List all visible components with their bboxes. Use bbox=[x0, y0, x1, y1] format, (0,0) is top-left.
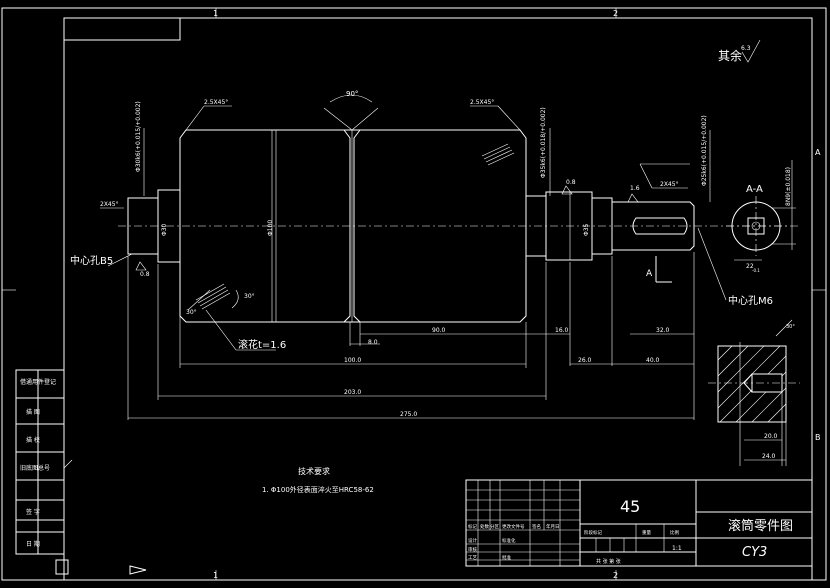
roughness-note-label: 其余 bbox=[718, 48, 742, 63]
center-hole-right: 中心孔M6 bbox=[728, 294, 773, 307]
knurl-hatch-bottom bbox=[195, 283, 231, 310]
dim-90: 90.0 bbox=[432, 327, 446, 334]
row2-label-3: 审核 bbox=[468, 546, 477, 553]
orientation-arrow bbox=[129, 565, 147, 575]
right-tol2: Φ25k6(+0.015/+0.002) bbox=[701, 115, 708, 186]
section-tol-small: -0.1 bbox=[752, 268, 760, 273]
sheet-border bbox=[1, 7, 827, 581]
dim-40: 40.0 bbox=[646, 357, 660, 364]
title-material: 45 bbox=[620, 497, 640, 516]
groove-right bbox=[353, 129, 361, 323]
chamfer-right-top: 2.5X45° bbox=[470, 99, 494, 106]
corner-mark bbox=[55, 559, 69, 575]
zone-1-bottom: 1 bbox=[213, 571, 218, 580]
detail-angle: 30° bbox=[786, 324, 795, 330]
side-label-4: 旧底图总号 bbox=[20, 464, 50, 472]
stage-label-1: 阶段标记 bbox=[584, 529, 602, 536]
side-table bbox=[15, 369, 65, 555]
dim-8: 8.0 bbox=[368, 339, 378, 346]
rough-16: 1.6 bbox=[630, 185, 640, 192]
side-label-3: 描 校 bbox=[26, 436, 40, 444]
keyway bbox=[632, 217, 688, 235]
row2-label-2: 标准化 bbox=[502, 537, 516, 544]
side-label-1: 借通用件登记 bbox=[20, 378, 56, 386]
groove-left bbox=[343, 129, 351, 323]
corner-box bbox=[63, 17, 181, 41]
side-label-5: 签 字 bbox=[26, 508, 40, 516]
groove-angle-lines bbox=[323, 107, 379, 131]
side-label-6: 日 期 bbox=[26, 540, 40, 548]
row-label-2: 处数 bbox=[480, 523, 489, 530]
section-tol: 8N9(±0.018) bbox=[785, 167, 792, 206]
rough-08-a: 0.8 bbox=[566, 179, 576, 186]
rough-symbol-a bbox=[561, 185, 573, 195]
title-block bbox=[465, 479, 813, 567]
section-label: A-A bbox=[746, 184, 763, 195]
dim-16: 16.0 bbox=[555, 327, 569, 334]
roughness-symbol bbox=[741, 39, 761, 63]
dim-26: 26.0 bbox=[578, 357, 592, 364]
tech-req-title: 技术要求 bbox=[298, 466, 330, 476]
tech-req-item1: 1. Φ100外径表面淬火至HRC58-62 bbox=[262, 485, 374, 494]
row-label-4: 更改文件号 bbox=[502, 523, 525, 530]
knurl-angle-2: 30° bbox=[186, 309, 197, 316]
dim-275: 275.0 bbox=[400, 411, 417, 418]
groove-angle-text: 90° bbox=[346, 90, 358, 98]
left-dia: Φ30 bbox=[161, 223, 168, 236]
stage-label-3: 比例 bbox=[670, 529, 679, 536]
section-dim: 22 bbox=[746, 263, 754, 270]
right-journal bbox=[611, 201, 695, 251]
title-sheet: 共 张 第 张 bbox=[596, 558, 621, 565]
right-tol1: Φ35k6(+0.018/+0.002) bbox=[540, 107, 547, 178]
row-label-1: 标记 bbox=[468, 523, 477, 530]
knurl-angle: 30° bbox=[244, 293, 255, 300]
row2-label-1: 设计 bbox=[468, 537, 477, 544]
section-marker: A bbox=[646, 269, 653, 279]
zone-1-top: 1 bbox=[213, 9, 218, 18]
dim-20: 20.0 bbox=[764, 433, 778, 440]
rough-symbol-b bbox=[627, 193, 639, 203]
row-label-3: 分区 bbox=[490, 523, 499, 530]
roughness-note-value: 6.3 bbox=[741, 45, 751, 52]
side-label-2: 描 图 bbox=[26, 408, 40, 416]
zone-2-bottom: 2 bbox=[613, 571, 618, 580]
row2-label-5: 批准 bbox=[502, 554, 511, 561]
title-scale: 1:1 bbox=[672, 545, 682, 552]
dim-32: 32.0 bbox=[656, 327, 670, 334]
dim-24: 24.0 bbox=[762, 453, 776, 460]
right-dia: Φ35 bbox=[583, 223, 590, 236]
row-label-6: 年月日 bbox=[546, 523, 560, 530]
rough-08-b: 0.8 bbox=[140, 271, 150, 278]
dim-203: 203.0 bbox=[344, 389, 361, 396]
roller-body bbox=[179, 129, 527, 323]
title-code: CY3 bbox=[742, 545, 767, 560]
center-hole-left: 中心孔B5 bbox=[70, 254, 113, 267]
rough-symbol-c bbox=[135, 261, 147, 271]
drawing-frame bbox=[63, 17, 813, 581]
zone-a: A bbox=[815, 148, 821, 157]
dim-100: 100.0 bbox=[344, 357, 361, 364]
zone-b: B bbox=[815, 433, 821, 442]
left-tol: Φ30k6(+0.015/+0.002) bbox=[135, 101, 142, 172]
knurl-label: 滚花t=1.6 bbox=[238, 338, 286, 351]
stage-label-2: 重量 bbox=[642, 529, 651, 536]
zone-2-top: 2 bbox=[613, 9, 618, 18]
section-circle bbox=[731, 201, 781, 251]
row2-label-4: 工艺 bbox=[468, 555, 477, 561]
chamfer-right-end: 2X45° bbox=[660, 181, 679, 188]
row-label-5: 签名 bbox=[532, 523, 541, 530]
right-step-3 bbox=[591, 197, 613, 255]
body-dia: Φ100 bbox=[267, 220, 274, 236]
chamfer-left-end: 2X45° bbox=[100, 201, 119, 208]
groove-angle-arc bbox=[329, 94, 373, 103]
title-name: 滚筒零件图 bbox=[728, 518, 793, 534]
knurl-hatch-top bbox=[481, 143, 515, 166]
detail-view bbox=[708, 319, 800, 466]
right-step-2 bbox=[545, 191, 593, 261]
chamfer-left-top: 2.5X45° bbox=[204, 99, 228, 106]
